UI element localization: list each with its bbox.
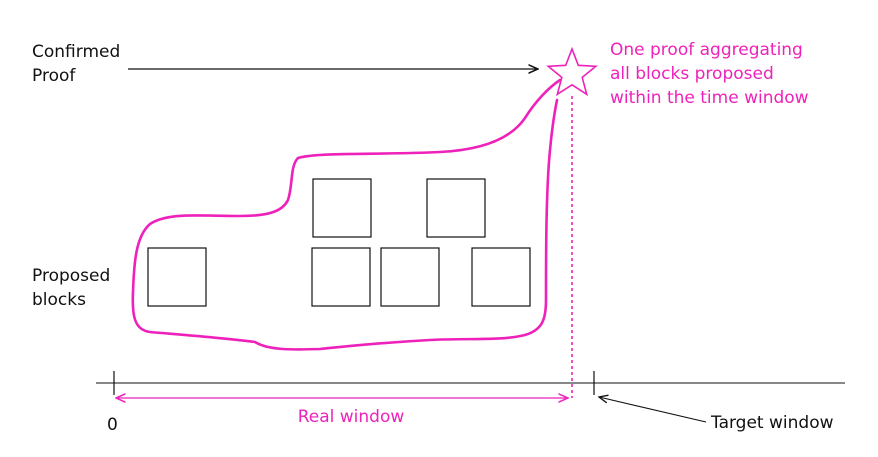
real-window-label: Real window <box>298 407 405 427</box>
annotation-line3: within the time window <box>610 88 809 108</box>
confirmed-proof-label-line1: Confirmed <box>32 42 120 62</box>
block-square <box>311 247 371 307</box>
block-square <box>312 178 372 238</box>
annotation-line2: all blocks proposed <box>610 64 774 84</box>
proposed-blocks-label-line1: Proposed <box>32 266 110 286</box>
block-square <box>380 247 440 307</box>
annotation-line1: One proof aggregating <box>610 40 803 60</box>
origin-label: 0 <box>107 415 118 435</box>
target-window-arrow <box>599 397 707 423</box>
target-window-label: Target window <box>710 413 834 433</box>
block-square <box>471 247 531 307</box>
block-square <box>147 247 207 307</box>
confirmed-proof-label-line2: Proof <box>32 66 76 86</box>
block-square <box>426 178 486 238</box>
aggregation-lasso <box>131 78 562 351</box>
proposed-blocks-label-line2: blocks <box>32 290 86 310</box>
star-icon <box>546 46 598 97</box>
